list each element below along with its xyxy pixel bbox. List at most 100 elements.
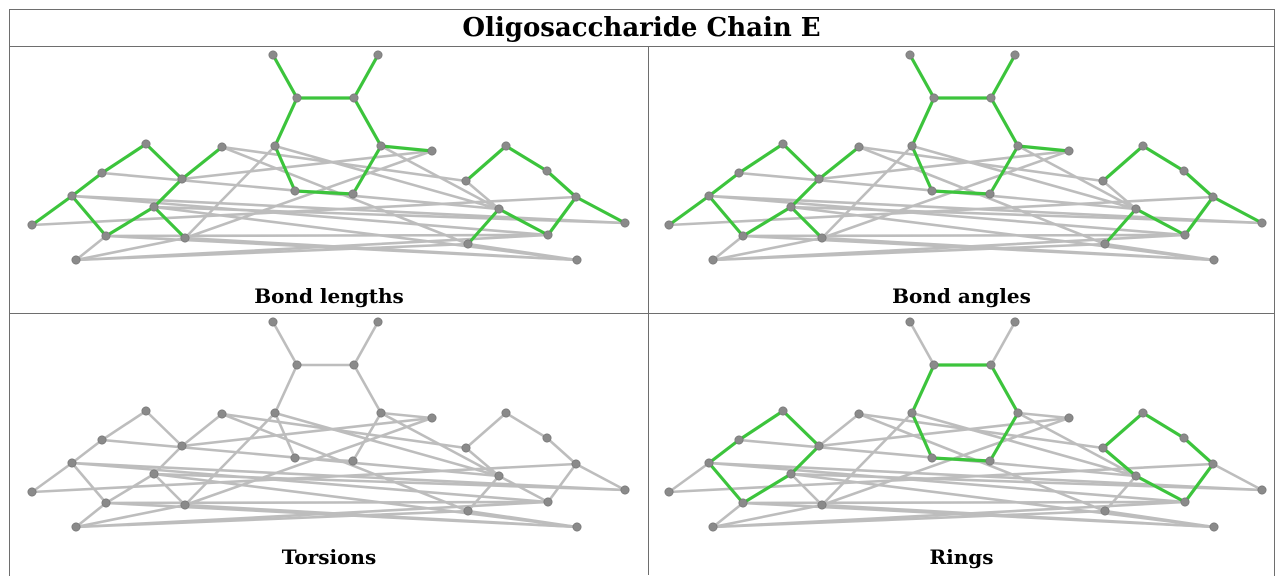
atom	[101, 231, 111, 241]
bond	[273, 144, 501, 211]
highlighted-bond	[707, 194, 745, 238]
atom	[543, 230, 553, 240]
bond	[711, 236, 824, 262]
figure-title: Oligosaccharide Chain E	[462, 13, 821, 43]
highlighted-bond	[352, 53, 380, 100]
bond	[1101, 179, 1138, 211]
highlighted-bond	[1211, 195, 1264, 225]
highlighted-bond	[1101, 446, 1138, 478]
bond	[293, 456, 355, 463]
atom	[1257, 218, 1267, 228]
atom	[149, 469, 159, 479]
atom	[463, 239, 473, 249]
highlighted-bond	[1182, 169, 1215, 199]
atom	[814, 441, 824, 451]
atom	[1100, 506, 1110, 516]
atom	[664, 220, 674, 230]
bond	[464, 446, 501, 478]
bond	[104, 472, 156, 505]
atom	[373, 50, 383, 60]
bond	[545, 436, 578, 466]
highlighted-bond	[293, 189, 355, 196]
bond	[379, 411, 434, 420]
atom	[543, 497, 553, 507]
bond	[74, 509, 470, 529]
bond	[711, 234, 745, 262]
atom	[929, 93, 939, 103]
atom	[101, 498, 111, 508]
bond	[183, 144, 277, 240]
bond	[820, 416, 1071, 507]
atom	[27, 487, 37, 497]
highlighted-bond	[910, 411, 934, 460]
atom	[1138, 141, 1148, 151]
highlighted-bond	[1103, 207, 1138, 246]
bond	[1103, 242, 1216, 262]
bond	[789, 472, 824, 507]
atom	[71, 522, 81, 532]
bond	[464, 179, 501, 211]
title-divider	[10, 46, 1274, 47]
highlighted-bond	[1183, 195, 1215, 237]
molecule-bond-angles	[664, 50, 1267, 265]
highlighted-bond	[545, 169, 578, 199]
atom	[929, 360, 939, 370]
highlighted-bond	[988, 144, 1020, 196]
highlighted-bond	[352, 96, 383, 148]
highlighted-bond	[667, 194, 711, 227]
atom	[664, 487, 674, 497]
atom	[817, 500, 827, 510]
highlighted-bond	[989, 96, 1020, 148]
atom	[907, 141, 917, 151]
atom	[1209, 522, 1219, 532]
bond	[574, 462, 627, 492]
highlighted-bond	[988, 411, 1020, 463]
atom	[1064, 413, 1074, 423]
bond	[707, 461, 1187, 504]
atom	[290, 453, 300, 463]
bond	[152, 444, 184, 476]
bond	[504, 411, 549, 440]
bond	[273, 411, 297, 460]
atom	[141, 406, 151, 416]
highlighted-bond	[574, 195, 627, 225]
atom	[1179, 433, 1189, 443]
atom	[907, 408, 917, 418]
row-divider	[10, 313, 1274, 314]
atom	[814, 174, 824, 184]
atom	[427, 146, 437, 156]
atom	[986, 93, 996, 103]
bond	[271, 320, 299, 367]
highlighted-bond	[1182, 436, 1215, 466]
atom	[348, 189, 358, 199]
bond	[466, 509, 579, 529]
atom	[1100, 239, 1110, 249]
atom	[427, 413, 437, 423]
bond	[220, 412, 468, 450]
bond	[817, 416, 1071, 448]
highlighted-bond	[504, 144, 549, 173]
atom	[854, 409, 864, 419]
highlighted-bond	[152, 177, 184, 209]
atom	[461, 176, 471, 186]
atom	[1180, 230, 1190, 240]
highlighted-bond	[781, 142, 821, 181]
atom	[97, 435, 107, 445]
atom	[778, 406, 788, 416]
atom	[620, 218, 630, 228]
molecule-rings	[664, 317, 1267, 532]
atom	[292, 360, 302, 370]
atom	[177, 441, 187, 451]
highlighted-bond	[1016, 144, 1071, 153]
atom	[217, 409, 227, 419]
atom	[1208, 192, 1218, 202]
bond	[152, 472, 579, 529]
highlighted-bond	[152, 205, 187, 240]
atom	[1013, 408, 1023, 418]
atom	[1013, 141, 1023, 151]
bond	[30, 195, 578, 227]
bond	[104, 233, 550, 238]
highlighted-bond	[497, 207, 550, 237]
highlighted-bond	[144, 142, 184, 181]
atom	[1209, 255, 1219, 265]
